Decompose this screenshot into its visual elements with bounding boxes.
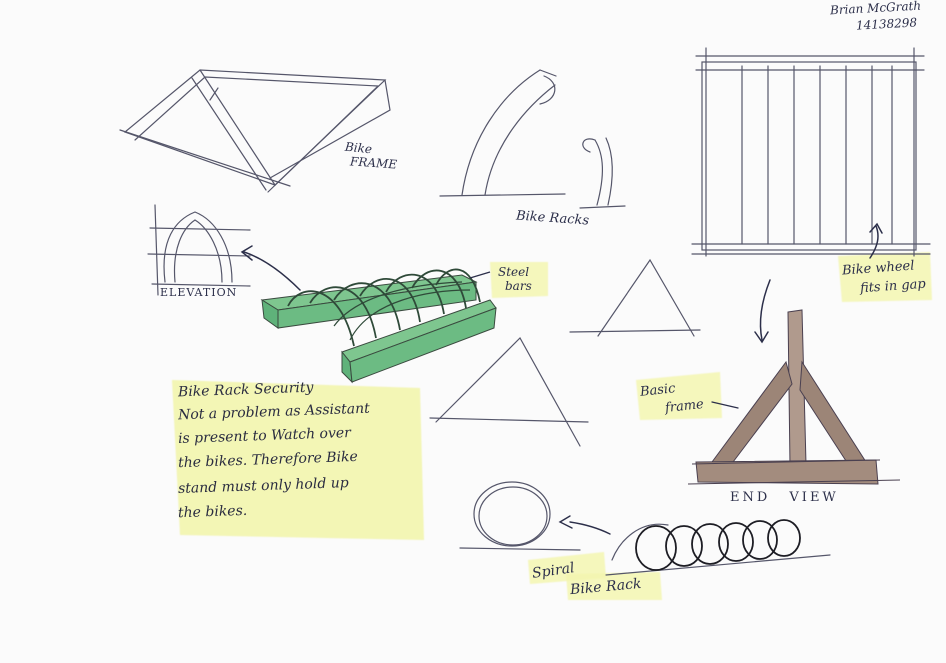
end-view-label: END VIEW: [730, 491, 839, 504]
student-id: 14138298: [856, 16, 918, 31]
bike-frame-label-line1: Bike: [344, 141, 372, 156]
bike-frame-sketch: [120, 70, 390, 192]
bike-frame-label-line2: FRAME: [350, 155, 398, 170]
vertical-bar-rack-sketch: [692, 48, 930, 258]
steel-bars-label-line2: bars: [505, 280, 532, 292]
basic-frame-label-line1: Basic: [639, 382, 676, 399]
steel-bars-label-line1: Steel: [498, 266, 529, 278]
spiral-coils-sketch: [636, 520, 800, 570]
basic-frame-label-line2: frame: [664, 398, 704, 415]
elevation-arch-sketch: [148, 205, 250, 295]
large-triangle-sketch: [430, 338, 588, 446]
small-triangle-sketch: [570, 260, 700, 336]
elevation-label: ELEVATION: [160, 287, 237, 298]
curved-racks-sketch: [440, 70, 625, 208]
security-note-line: the bikes.: [178, 503, 248, 521]
